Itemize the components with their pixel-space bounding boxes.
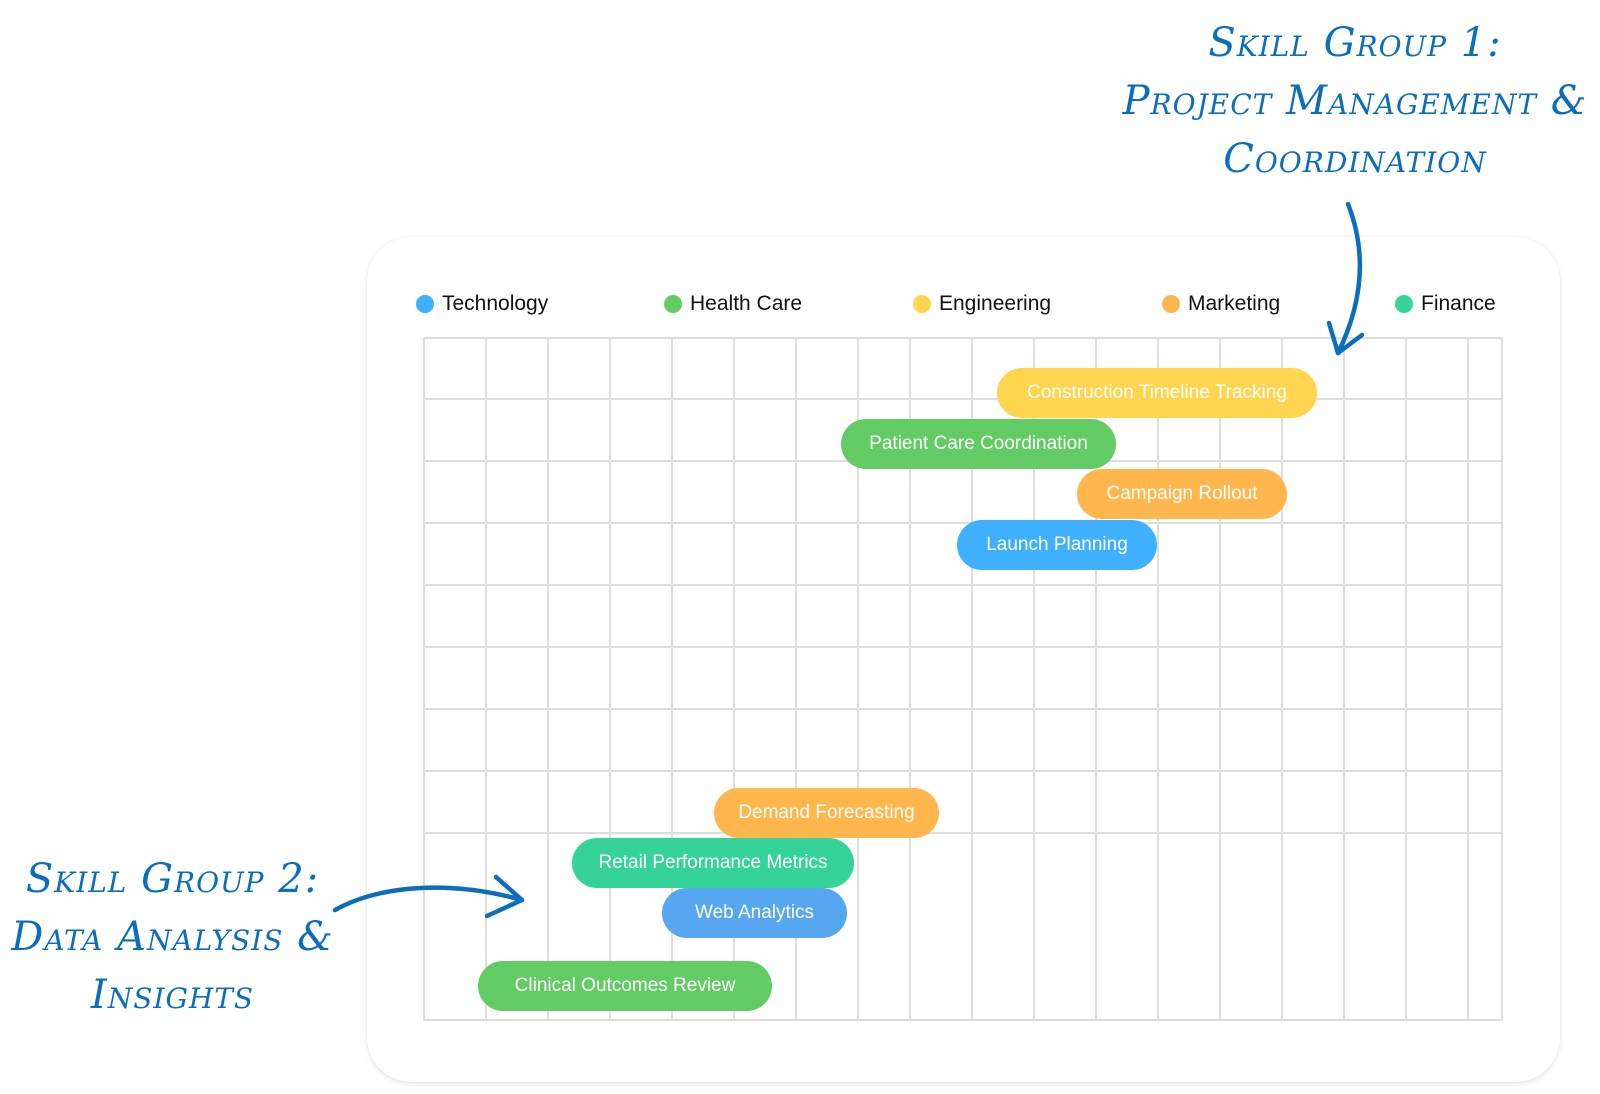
annotation-line: Data Analysis & (11, 914, 334, 960)
legend-item-marketing: Marketing (1162, 290, 1280, 318)
skill-pill-patient-care-coordination[interactable]: Patient Care Coordination (841, 419, 1116, 469)
skill-pill-retail-performance-metrics[interactable]: Retail Performance Metrics (572, 838, 854, 888)
skill-label: Demand Forecasting (738, 802, 915, 823)
legend-label: Engineering (939, 292, 1052, 315)
annotation-line: Skill Group 1: (1208, 20, 1502, 66)
annotation-line: Skill Group 2: (25, 856, 320, 902)
skill-label: Campaign Rollout (1106, 483, 1258, 504)
legend-dot-icon (1395, 295, 1413, 313)
annotation-skill-group-2: Skill Group 2: Data Analysis & Insights (0, 850, 345, 1024)
skill-label: Web Analytics (695, 902, 814, 923)
legend-label: Health Care (690, 292, 803, 315)
skill-pill-launch-planning[interactable]: Launch Planning (957, 520, 1157, 570)
legend-label: Marketing (1188, 292, 1281, 315)
skill-pill-demand-forecasting[interactable]: Demand Forecasting (714, 788, 939, 838)
legend-item-engineering: Engineering (913, 290, 1051, 318)
chart-card (367, 237, 1560, 1082)
skill-pill-clinical-outcomes-review[interactable]: Clinical Outcomes Review (478, 961, 772, 1011)
annotation-line: Insights (90, 972, 255, 1018)
legend-dot-icon (913, 295, 931, 313)
legend-label: Technology (442, 292, 549, 315)
annotation-line: Coordination (1223, 136, 1487, 182)
skill-pill-construction-timeline-tracking[interactable]: Construction Timeline Tracking (997, 368, 1317, 418)
skill-label: Clinical Outcomes Review (514, 975, 736, 996)
skill-pill-web-analytics[interactable]: Web Analytics (662, 888, 847, 938)
skill-label: Retail Performance Metrics (598, 852, 828, 873)
annotation-skill-group-1: Skill Group 1: Project Management & Coor… (1110, 14, 1600, 188)
skill-label: Launch Planning (986, 534, 1128, 555)
legend-label: Finance (1421, 292, 1496, 315)
skill-label: Construction Timeline Tracking (1027, 382, 1287, 403)
legend-dot-icon (664, 295, 682, 313)
legend-dot-icon (416, 295, 434, 313)
grid-border (423, 337, 1503, 1021)
legend-item-health-care: Health Care (664, 290, 802, 318)
legend-item-technology: Technology (416, 290, 548, 318)
legend-dot-icon (1162, 295, 1180, 313)
skill-pill-campaign-rollout[interactable]: Campaign Rollout (1077, 469, 1287, 519)
legend-item-finance: Finance (1395, 290, 1496, 318)
annotation-line: Project Management & (1122, 78, 1588, 124)
skill-label: Patient Care Coordination (869, 433, 1088, 454)
